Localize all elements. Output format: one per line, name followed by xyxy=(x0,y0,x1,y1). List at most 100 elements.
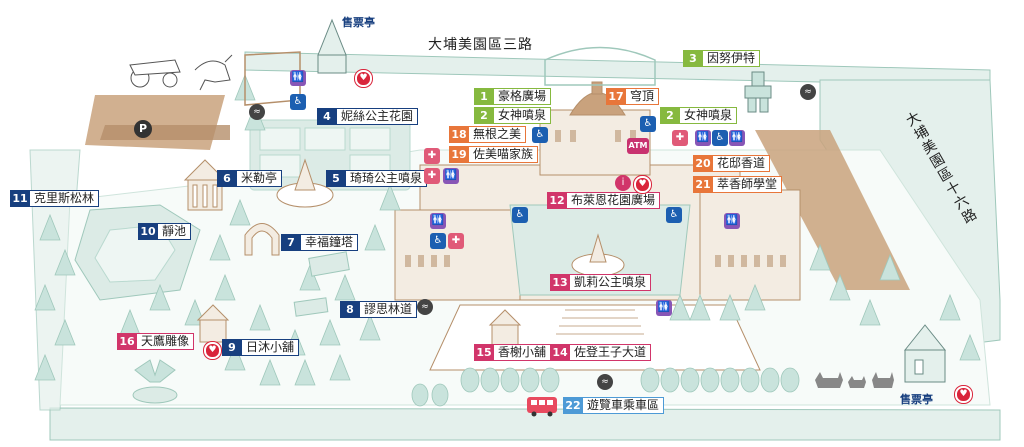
palace-right-wing xyxy=(699,189,801,301)
poi-number: 3 xyxy=(683,50,703,67)
poi-label: 靜池 xyxy=(158,223,192,240)
info-icon[interactable]: i xyxy=(615,175,631,191)
poi-label: 米勒亭 xyxy=(237,170,283,187)
wheelchair-icon[interactable]: ♿ xyxy=(640,116,656,132)
atm-icon[interactable]: ATM xyxy=(627,138,649,154)
ticket-booth-label-bottom: 售票亭 xyxy=(900,393,933,406)
parking-icon[interactable]: P xyxy=(134,120,152,138)
poi-number: 1 xyxy=(474,88,494,105)
smoking-area-icon[interactable]: ≈ xyxy=(249,104,265,120)
poi-label: 天鷹雕像 xyxy=(137,333,195,350)
stairs xyxy=(556,309,644,335)
garden-cell-2 xyxy=(304,127,346,151)
tree-row xyxy=(411,367,800,407)
poi-label: 豪格廣場 xyxy=(494,88,552,105)
poi-number: 5 xyxy=(326,170,346,187)
poi-label: 因努伊特 xyxy=(703,50,761,67)
eagle-base xyxy=(132,386,178,404)
right-brown-field xyxy=(755,130,910,290)
poi-number: 7 xyxy=(281,234,301,251)
wc-icon[interactable]: 🚻 xyxy=(430,213,446,229)
poi-number: 2 xyxy=(660,107,680,124)
poi-label: 謬思林道 xyxy=(360,301,418,318)
picnic-blanket-2 xyxy=(293,297,329,317)
garden-cell-3 xyxy=(349,127,391,151)
poi-number: 19 xyxy=(449,146,469,163)
heart-icon[interactable]: ♥ xyxy=(355,70,372,87)
wc-icon[interactable]: 🚻 xyxy=(443,168,459,184)
heart-icon[interactable]: ♥ xyxy=(634,176,651,193)
wheelchair-icon[interactable]: ♿ xyxy=(512,207,528,223)
poi-label: 佐美喵家族 xyxy=(469,146,539,163)
poi-number: 12 xyxy=(547,192,567,209)
wc-icon[interactable]: 🚻 xyxy=(290,70,306,86)
poi-label: 凱莉公主噴泉 xyxy=(570,274,652,291)
poi-label: 布萊恩花園廣場 xyxy=(567,192,661,209)
palace-windows xyxy=(405,130,786,267)
left-road xyxy=(29,149,81,411)
smoking-area-icon[interactable]: ≈ xyxy=(597,374,613,390)
poi-label: 佐登王子大道 xyxy=(570,344,652,361)
wc-icon[interactable]: 🚻 xyxy=(729,130,745,146)
top-gate xyxy=(544,46,656,86)
heart-icon[interactable]: ♥ xyxy=(955,386,972,403)
picnic-blanket xyxy=(308,251,350,277)
first-aid-icon[interactable]: ✚ xyxy=(424,168,440,184)
poi-label: 遊覽車乘車區 xyxy=(583,397,665,414)
wheelchair-icon[interactable]: ♿ xyxy=(290,94,306,110)
wheelchair-icon[interactable]: ♿ xyxy=(532,127,548,143)
poi-label: 女神噴泉 xyxy=(680,107,738,124)
poi-label: 穹頂 xyxy=(626,88,660,105)
smoking-area-icon[interactable]: ≈ xyxy=(417,299,433,315)
wheelchair-icon[interactable]: ♿ xyxy=(666,207,682,223)
poi-label: 幸福鐘塔 xyxy=(301,234,359,251)
cat-family xyxy=(815,372,894,388)
wc-icon[interactable]: 🚻 xyxy=(656,300,672,316)
wc-icon[interactable]: 🚻 xyxy=(695,130,711,146)
heart-icon[interactable]: ♥ xyxy=(204,342,221,359)
first-aid-icon[interactable]: ✚ xyxy=(448,233,464,249)
poi-number: 2 xyxy=(474,107,494,124)
poi-number: 10 xyxy=(138,223,158,240)
smoking-area-icon[interactable]: ≈ xyxy=(800,84,816,100)
bottom-road xyxy=(49,407,1001,441)
poi-label: 香榭小舖 xyxy=(494,344,552,361)
inuit-statue xyxy=(744,71,772,113)
miller-pavilion xyxy=(183,159,227,211)
wheelchair-icon[interactable]: ♿ xyxy=(430,233,446,249)
poi-number: 15 xyxy=(474,344,494,361)
champs-shop xyxy=(488,309,522,346)
wheelchair-icon[interactable]: ♿ xyxy=(712,130,728,146)
palace-left-wing xyxy=(394,209,521,301)
parking-lot-path xyxy=(85,95,225,150)
poi-number: 6 xyxy=(217,170,237,187)
dome-lantern xyxy=(591,81,603,95)
wc-icon[interactable]: 🚻 xyxy=(724,213,740,229)
first-aid-icon[interactable]: ✚ xyxy=(424,148,440,164)
first-aid-icon[interactable]: ✚ xyxy=(672,130,688,146)
